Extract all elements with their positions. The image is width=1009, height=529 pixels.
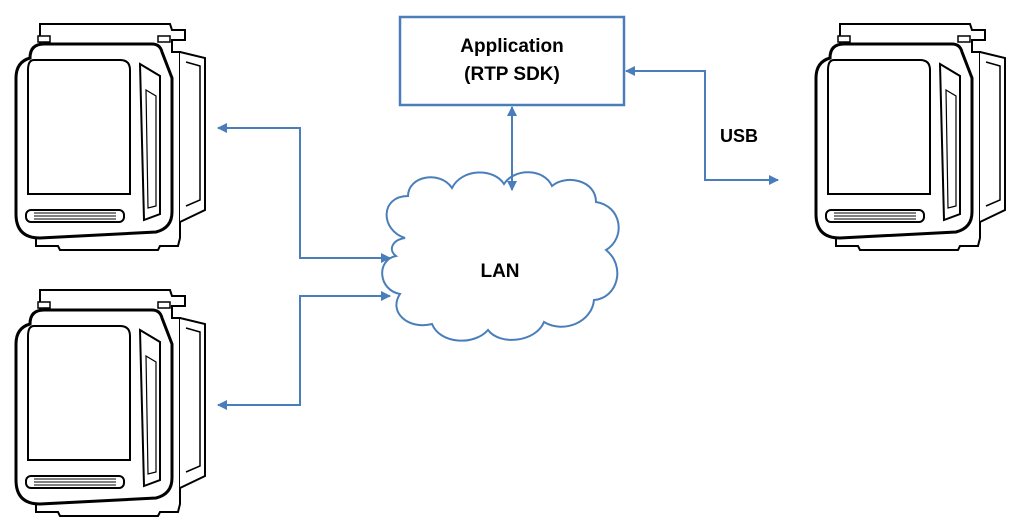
lan-label: LAN	[480, 261, 519, 282]
device-top-left	[14, 22, 207, 252]
usb-connector	[625, 66, 779, 185]
lan-cloud: LAN	[381, 171, 620, 342]
device-right	[814, 22, 1007, 252]
application-label: Application	[460, 36, 563, 57]
application-box: Application (RTP SDK)	[398, 15, 626, 107]
lan-device-top-left-connector	[217, 123, 391, 263]
device-bottom-left	[14, 288, 207, 518]
application-sublabel: (RTP SDK)	[464, 64, 560, 85]
lan-device-bottom-left-connector	[217, 291, 391, 410]
usb-label: USB	[720, 126, 758, 146]
